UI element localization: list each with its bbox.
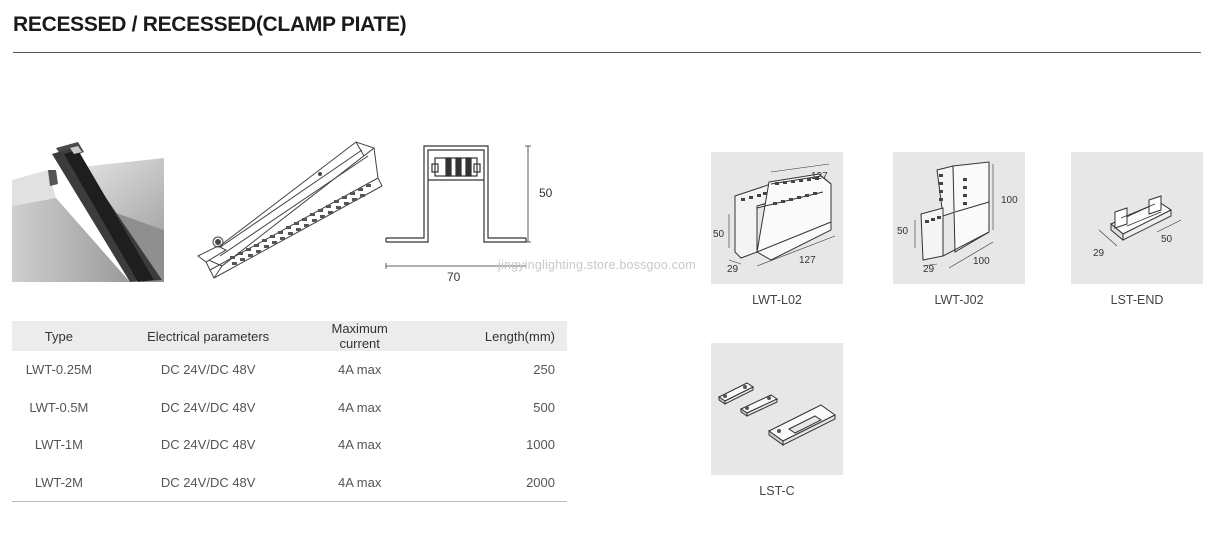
cell-current: 4A max <box>338 437 382 453</box>
profile-perspective-drawing <box>196 138 394 282</box>
table-row: LWT-2M DC 24V/DC 48V 4A max 2000 <box>12 463 567 502</box>
accessory-label-lwt-l02: LWT-L02 <box>752 293 802 307</box>
dim-label: 29 <box>923 264 935 275</box>
watermark: jingyinglighting.store.bossgoo.com <box>498 258 696 272</box>
cell-length: 2000 <box>408 463 567 502</box>
accessory-label-lwt-j02: LWT-J02 <box>934 293 984 307</box>
col-header-current: Maximum current <box>310 321 409 351</box>
cell-current: 4A max <box>338 362 382 378</box>
dim-label: 50 <box>897 226 909 237</box>
cell-length: 1000 <box>526 437 555 453</box>
accessory-label-lst-c: LST-C <box>759 484 795 498</box>
spec-table: Type Electrical parameters Maximum curre… <box>12 321 567 502</box>
width-dimension: 70 <box>447 270 461 284</box>
dim-label: 29 <box>1093 248 1105 259</box>
col-header-length: Length(mm) <box>408 321 567 351</box>
dim-label: 29 <box>727 264 739 275</box>
dim-label: 50 <box>713 229 725 240</box>
profile-cross-section-drawing: 50 70 <box>380 140 570 290</box>
cell-type: LWT-1M <box>34 437 83 453</box>
cell-type: LWT-2M <box>12 463 106 502</box>
cell-length: 250 <box>533 362 555 378</box>
accessory-image-lwt-l02: 127 50 29 127 <box>711 152 843 284</box>
cell-electrical: DC 24V/DC 48V <box>105 463 311 502</box>
table-row: LWT-0.25M DC 24V/DC 48V 4A max 250 <box>12 351 567 389</box>
installation-photo <box>12 140 164 282</box>
accessory-image-lwt-j02: 100 50 29 100 <box>893 152 1025 284</box>
col-header-type: Type <box>12 321 106 351</box>
height-dimension: 50 <box>539 186 553 200</box>
cell-electrical: DC 24V/DC 48V <box>160 362 256 378</box>
cell-type: LWT-0.5M <box>29 399 89 415</box>
page-title: RECESSED / RECESSED(CLAMP PIATE) <box>13 13 407 36</box>
dim-label: 100 <box>1001 195 1018 206</box>
cell-current: 4A max <box>338 399 382 415</box>
accessory-image-lst-c <box>711 343 843 475</box>
table-row: LWT-1M DC 24V/DC 48V 4A max 1000 <box>12 426 567 464</box>
cell-length: 500 <box>533 399 555 415</box>
dim-label: 127 <box>811 171 828 182</box>
cell-electrical: DC 24V/DC 48V <box>160 399 256 415</box>
accessory-label-lst-end: LST-END <box>1110 293 1164 307</box>
cell-current: 4A max <box>310 463 409 502</box>
col-header-electrical: Electrical parameters <box>105 321 311 351</box>
table-header-row: Type Electrical parameters Maximum curre… <box>12 321 567 351</box>
table-row: LWT-0.5M DC 24V/DC 48V 4A max 500 <box>12 389 567 427</box>
cell-electrical: DC 24V/DC 48V <box>160 437 256 453</box>
dim-label: 127 <box>799 255 816 266</box>
cell-type: LWT-0.25M <box>25 362 92 378</box>
title-divider <box>13 52 1201 53</box>
dim-label: 100 <box>973 256 990 267</box>
dim-label: 50 <box>1161 234 1173 245</box>
accessory-image-lst-end: 29 50 <box>1071 152 1203 284</box>
